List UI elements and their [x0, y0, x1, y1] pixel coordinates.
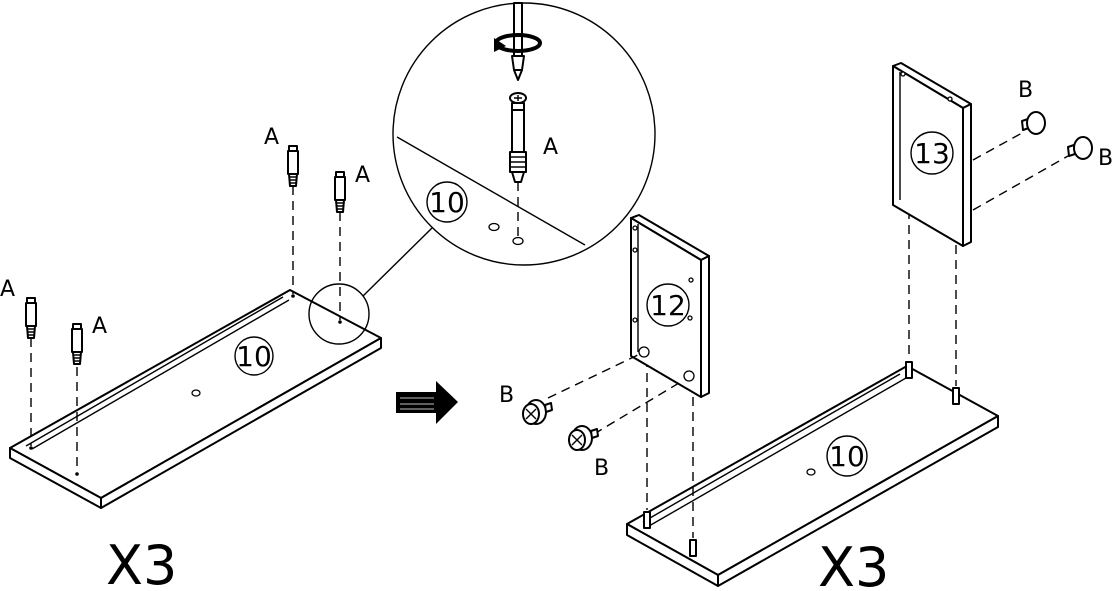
part-number-detail: 10	[429, 186, 465, 219]
dowel-a-4	[334, 171, 346, 213]
cam-lock-label: B	[1098, 146, 1113, 171]
dowel-label: A	[0, 277, 15, 302]
cam-lock-b-3	[1021, 111, 1046, 135]
dowel-label: A	[92, 314, 107, 339]
part-number-bottom-step2: 10	[829, 440, 865, 473]
part-number-bottom: 10	[236, 340, 272, 373]
screwdriver	[511, 2, 525, 81]
cam-lock-label: B	[1018, 78, 1033, 103]
dowel-label: A	[264, 125, 279, 150]
cam-lock-label: B	[499, 383, 514, 408]
cam-lock-b-2	[568, 425, 599, 451]
bottom-panel-step2	[626, 365, 999, 587]
rotate-clockwise-icon	[494, 33, 542, 53]
dowel-a-1	[25, 297, 37, 339]
dowel-a-3	[287, 145, 299, 187]
cam-lock-label: B	[594, 456, 609, 481]
dowel-label: A	[543, 135, 558, 160]
side-panel-12	[630, 214, 710, 398]
part-number-side-left: 12	[650, 289, 686, 322]
quantity-step2: X3	[818, 536, 889, 591]
dowel-a-2	[71, 323, 83, 365]
side-panel-13	[892, 62, 972, 247]
part-number-side-right: 13	[914, 137, 950, 170]
dowels-installed	[643, 361, 960, 557]
bottom-panel-step1	[9, 289, 382, 509]
arrow-right-icon	[396, 381, 458, 424]
detail-zoom-view: 10 A	[392, 2, 656, 266]
dowel-a-detail	[509, 92, 527, 183]
dowel-label: A	[355, 163, 370, 188]
cam-lock-b-1	[522, 399, 553, 425]
detail-callout-small	[308, 283, 370, 345]
quantity-step1: X3	[106, 534, 177, 591]
cam-lock-b-4	[1067, 136, 1093, 160]
